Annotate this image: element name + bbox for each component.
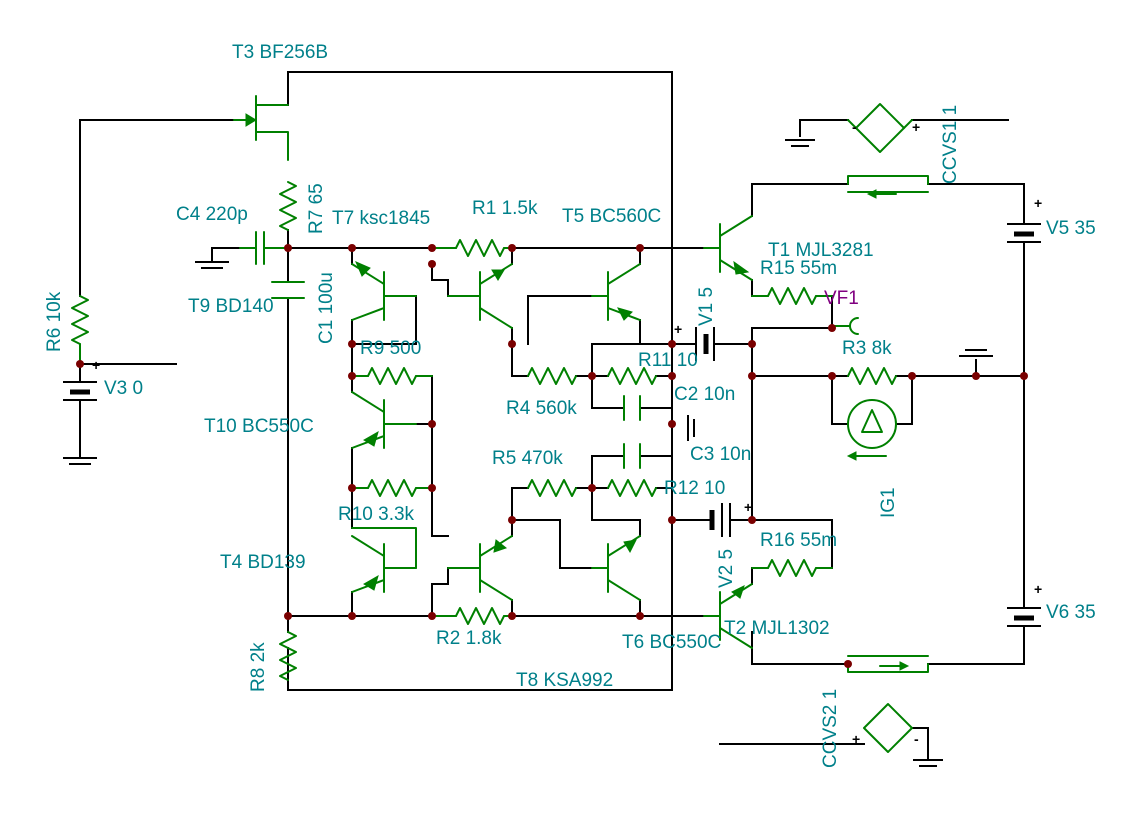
wires: [63, 71, 1025, 767]
label-r7: R7 65: [306, 183, 327, 234]
capacitors: [239, 231, 641, 469]
label-r4: R4 560k: [506, 398, 577, 419]
sources: [831, 103, 929, 753]
svg-text:+: +: [674, 321, 682, 337]
label-r9: R9 500: [360, 338, 421, 359]
capacitor-c1: [271, 281, 305, 299]
component-labels: T3 BF256B R7 65 C4 220p T7 ksc1845 R1 1.…: [44, 42, 1096, 768]
svg-text:+: +: [744, 499, 752, 515]
label-r6: R6 10k: [44, 291, 65, 352]
label-r2: R2 1.8k: [436, 628, 502, 649]
batteries: [63, 215, 1041, 633]
label-v6: V6 35: [1046, 602, 1096, 623]
label-r12: R12 10: [664, 478, 725, 499]
label-t9: T9 BD140: [188, 296, 274, 317]
label-v2: V2 5: [716, 549, 737, 588]
label-t8: T8 KSA992: [516, 670, 613, 691]
transistor-t6: [591, 535, 641, 601]
label-r15: R15 55m: [760, 258, 837, 279]
label-t2: T2 MJL1302: [724, 618, 830, 639]
label-v1: V1 5: [696, 287, 717, 326]
resistor-r3: [847, 367, 897, 385]
transistor-t8: [447, 535, 513, 601]
transistor-t5: [591, 263, 641, 321]
label-v5: V5 35: [1046, 218, 1096, 239]
label-t3: T3 BF256B: [232, 42, 328, 63]
capacitor-c4: [239, 231, 289, 265]
label-c1: C1 100u: [316, 272, 337, 344]
probe-vf1: [849, 317, 859, 335]
resistor-r2: [455, 607, 505, 625]
label-c3: C3 10n: [690, 444, 751, 465]
svg-text:-: -: [914, 731, 919, 747]
resistor-r6: [71, 295, 89, 345]
svg-text:+: +: [92, 357, 100, 373]
svg-text:-: -: [852, 119, 857, 135]
battery-v5: [1007, 215, 1041, 249]
resistor-r9: [367, 367, 417, 385]
resistor-r1: [455, 239, 505, 257]
label-t1: T1 MJL3281: [768, 240, 874, 261]
label-r10: R10 3.3k: [338, 504, 415, 525]
ammeter-ig1: [846, 399, 897, 461]
label-r8: R8 2k: [248, 642, 269, 692]
transistor-t4: [351, 527, 417, 593]
resistor-r5: [527, 479, 577, 497]
label-t7: T7 ksc1845: [332, 208, 430, 229]
capacitor-c2: [623, 395, 641, 421]
transistors: [233, 95, 753, 649]
label-c4: C4 220p: [176, 204, 248, 225]
resistor-r8: [279, 631, 297, 681]
label-ccvs2: CCVS2 1: [820, 689, 841, 768]
label-r16: R16 55m: [760, 530, 837, 551]
battery-v6: [1007, 599, 1041, 633]
label-r3: R3 8k: [842, 338, 892, 359]
resistor-r4: [527, 367, 577, 385]
transistor-t7: [447, 263, 513, 329]
svg-text:+: +: [1034, 581, 1042, 597]
label-v3: V3 0: [104, 378, 143, 399]
svg-text:+: +: [1034, 195, 1042, 211]
svg-text:+: +: [852, 731, 860, 747]
label-t10: T10 BC550C: [204, 416, 314, 437]
ccvs2-source: [863, 703, 913, 753]
resistor-r16: [767, 559, 817, 577]
label-vf1: VF1: [824, 288, 859, 309]
label-r5: R5 470k: [492, 448, 563, 469]
current-arrow-top: [847, 175, 929, 199]
label-c2: C2 10n: [674, 384, 735, 405]
svg-text:+: +: [912, 119, 920, 135]
capacitor-c3: [623, 443, 641, 469]
label-ig1: IG1: [878, 487, 899, 518]
resistor-r15: [767, 287, 817, 305]
label-r1: R1 1.5k: [472, 198, 538, 219]
resistor-r12: [607, 479, 657, 497]
polarity-marks: + + + + + + - + -: [92, 119, 1042, 747]
label-ccvs1: CCVS1 1: [940, 105, 961, 184]
battery-v2: [703, 503, 737, 537]
resistor-r10: [367, 479, 417, 497]
transistor-t9: [351, 261, 417, 321]
battery-v1: [687, 327, 721, 361]
transistor-t1: [703, 215, 753, 281]
ccvs1-source: [847, 103, 913, 153]
transistor-t2: [703, 583, 753, 649]
label-t5: T5 BC560C: [562, 206, 661, 227]
junction-dots: [76, 244, 1028, 668]
current-arrow-bottom: [847, 655, 929, 673]
transistor-t10: [351, 391, 417, 449]
resistor-r7: [279, 181, 297, 231]
transistor-t3: [233, 95, 289, 161]
label-t4: T4 BD139: [220, 552, 306, 573]
label-r11: R11 10: [638, 350, 698, 371]
label-t6: T6 BC550C: [622, 632, 721, 653]
